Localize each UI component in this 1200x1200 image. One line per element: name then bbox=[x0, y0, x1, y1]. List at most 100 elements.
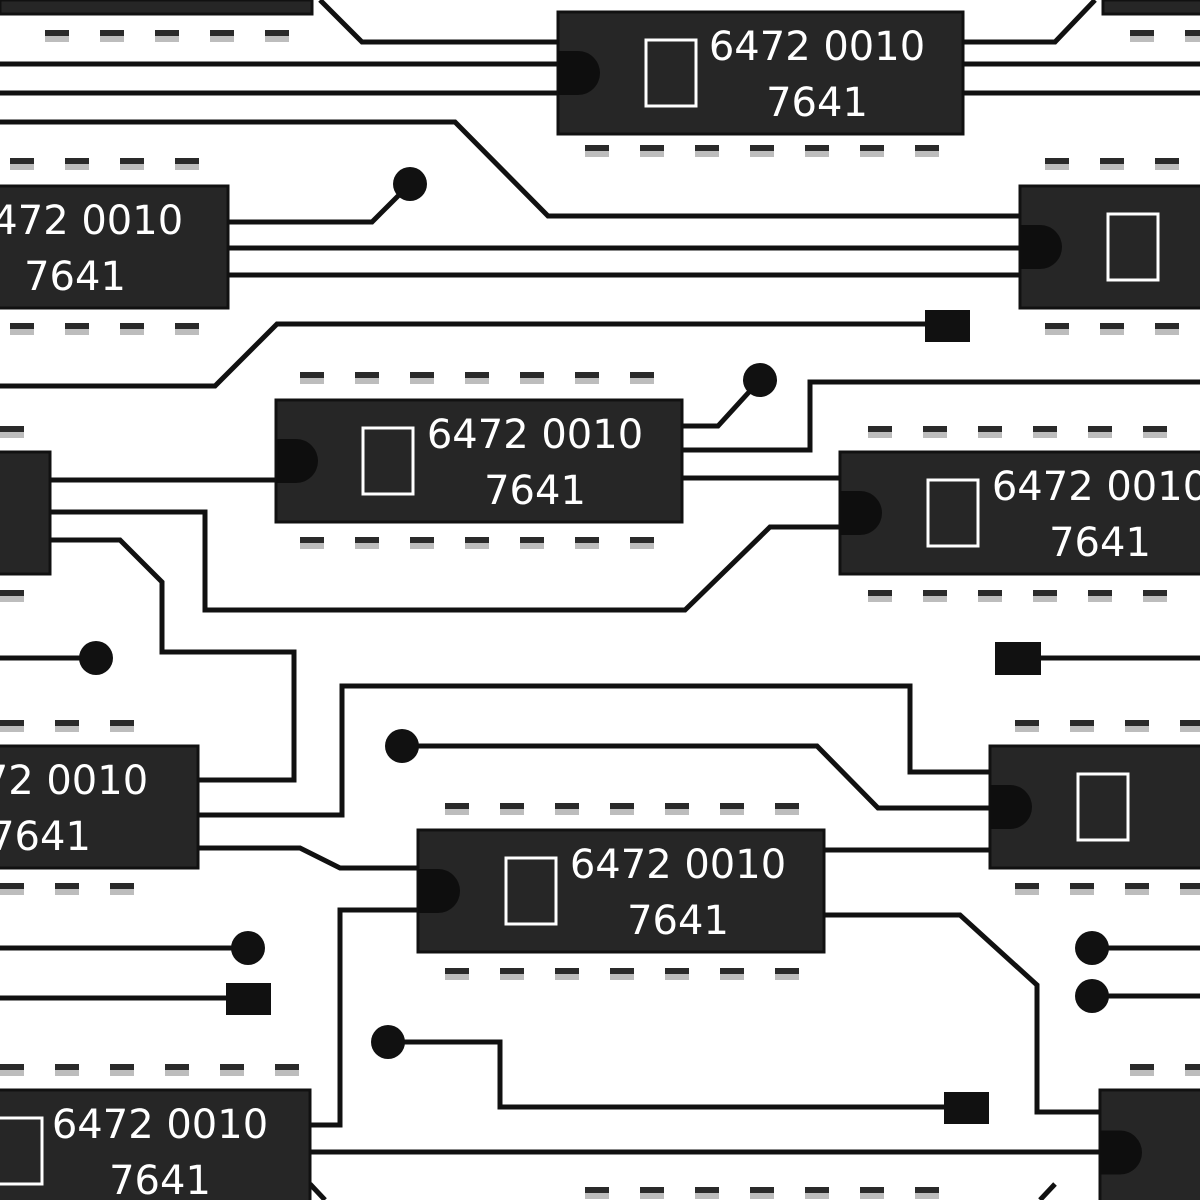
pin-pad bbox=[275, 1064, 299, 1070]
pin-pad bbox=[665, 968, 689, 974]
trace bbox=[198, 845, 420, 871]
pin-pad bbox=[210, 30, 234, 36]
pin-pad bbox=[640, 1187, 664, 1193]
pin-pad bbox=[1130, 1064, 1154, 1070]
trace bbox=[962, 0, 1097, 45]
pin-pad bbox=[175, 323, 199, 329]
pin-pad bbox=[300, 372, 324, 378]
ic-chip: 6472 0010 7641 bbox=[0, 1088, 312, 1200]
chip-code-line1: 6472 0010 bbox=[427, 412, 643, 458]
pin-pad bbox=[1185, 1064, 1200, 1070]
trace bbox=[824, 912, 1102, 1115]
pin-pad bbox=[585, 145, 609, 151]
chip-code-line2: 7641 bbox=[766, 80, 868, 126]
via-pad-icon bbox=[371, 1025, 405, 1059]
die-window-icon bbox=[361, 426, 415, 496]
pin-pad bbox=[520, 537, 544, 543]
pin-pad bbox=[720, 968, 744, 974]
pin-pad bbox=[165, 1064, 189, 1070]
pin-pad bbox=[1088, 426, 1112, 432]
notch-icon bbox=[1100, 1130, 1142, 1175]
ic-chip bbox=[988, 744, 1200, 870]
square-pad-icon bbox=[944, 1092, 989, 1124]
pin-pad bbox=[750, 1187, 774, 1193]
pin-pad bbox=[1143, 426, 1167, 432]
trace bbox=[682, 378, 762, 429]
pin-pad bbox=[55, 1064, 79, 1070]
pin-pad bbox=[750, 145, 774, 151]
pin-pad bbox=[630, 372, 654, 378]
pin-pad bbox=[0, 883, 24, 889]
pin-pad bbox=[0, 1064, 24, 1070]
via-pad-icon bbox=[743, 363, 777, 397]
pin-pad bbox=[1125, 720, 1149, 726]
trace bbox=[50, 509, 842, 613]
pin-pad bbox=[1180, 720, 1200, 726]
ic-chip: 6472 0010 7641 bbox=[416, 828, 826, 954]
pin-pad bbox=[575, 372, 599, 378]
pin-pad bbox=[355, 372, 379, 378]
pin-pad bbox=[110, 720, 134, 726]
pin-pad bbox=[110, 1064, 134, 1070]
pin-pad bbox=[410, 372, 434, 378]
pin-pad bbox=[575, 537, 599, 543]
pin-pad bbox=[445, 968, 469, 974]
trace bbox=[388, 1039, 966, 1110]
pin-pad bbox=[0, 720, 24, 726]
pin-pad bbox=[265, 30, 289, 36]
pin-pad bbox=[640, 145, 664, 151]
pin-pad bbox=[45, 30, 69, 36]
pin-pad bbox=[555, 968, 579, 974]
chip-code-line2: 7641 bbox=[109, 1158, 211, 1200]
trace bbox=[402, 743, 993, 811]
ic-chip bbox=[1098, 1088, 1200, 1200]
pin-pad bbox=[465, 537, 489, 543]
chip-code-line1: 6472 0010 bbox=[52, 1102, 268, 1148]
pin-pad bbox=[55, 883, 79, 889]
chip-body bbox=[0, 1088, 312, 1200]
chip-code-line2: 7641 bbox=[24, 254, 126, 300]
pin-pad bbox=[355, 537, 379, 543]
chip-code-line1: 6472 0010 bbox=[0, 758, 148, 804]
trace bbox=[0, 321, 948, 389]
pin-pad bbox=[10, 158, 34, 164]
trace bbox=[50, 537, 297, 783]
pin-pad bbox=[410, 537, 434, 543]
die-window-icon bbox=[0, 1116, 44, 1186]
pin-pad bbox=[110, 883, 134, 889]
chip-code-line1: 6472 0010 bbox=[570, 842, 786, 888]
pin-pad bbox=[0, 426, 24, 432]
pin-pad bbox=[120, 323, 144, 329]
trace bbox=[198, 683, 993, 818]
pin-pad bbox=[978, 590, 1002, 596]
pin-pad bbox=[1155, 158, 1179, 164]
pin-pad bbox=[915, 145, 939, 151]
die-window-icon bbox=[504, 856, 558, 926]
pin-pad bbox=[0, 590, 24, 596]
die-window-icon bbox=[644, 38, 698, 108]
notch-icon bbox=[276, 439, 318, 483]
pin-pad bbox=[1033, 590, 1057, 596]
chip-code-line2: 7641 bbox=[627, 898, 729, 944]
pin-pad bbox=[220, 1064, 244, 1070]
pin-pad bbox=[1070, 720, 1094, 726]
trace bbox=[310, 907, 420, 1128]
pin-pad bbox=[1045, 323, 1069, 329]
notch-icon bbox=[990, 785, 1032, 829]
pin-pad bbox=[630, 537, 654, 543]
pin-pad bbox=[1045, 158, 1069, 164]
pin-pad bbox=[155, 30, 179, 36]
pin-pad bbox=[520, 372, 544, 378]
ic-chip bbox=[0, 450, 52, 576]
pin-pad bbox=[1155, 323, 1179, 329]
pin-pad bbox=[55, 720, 79, 726]
pin-pad bbox=[610, 803, 634, 809]
pin-pad bbox=[665, 803, 689, 809]
chip-body bbox=[1101, 0, 1200, 16]
trace bbox=[318, 0, 560, 45]
chip-code-line1: 6472 0010 bbox=[992, 464, 1200, 510]
